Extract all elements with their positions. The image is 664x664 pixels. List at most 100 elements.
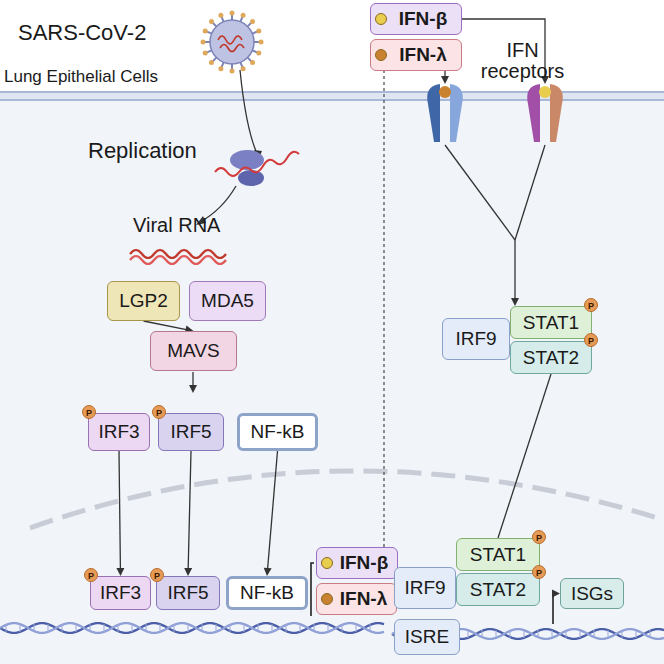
arrow-head — [116, 568, 124, 576]
molecule-box: IRF9 — [442, 318, 510, 360]
molecule-name: IFN-β — [340, 552, 389, 574]
ligand-dot — [321, 557, 333, 569]
signal-line — [445, 145, 515, 240]
dna-rung — [188, 624, 189, 632]
dna-rung — [76, 624, 77, 632]
dna-rung — [146, 624, 147, 632]
arrow-head — [552, 590, 560, 598]
molecule-box: IFN-β — [316, 547, 398, 579]
molecule-box: STAT1 — [510, 306, 592, 339]
arrow-head — [511, 298, 519, 306]
dna-rung — [244, 624, 245, 632]
arrow-head — [184, 568, 192, 576]
dna-rung — [356, 624, 357, 632]
entry-arrow — [240, 70, 258, 156]
dna-rung — [160, 624, 161, 632]
dna-rung — [342, 624, 343, 632]
dna-rung — [300, 624, 301, 632]
molecule-name: IFN-λ — [340, 588, 388, 610]
virus-particle — [201, 11, 264, 74]
molecule-box: IFN-β — [370, 3, 462, 35]
dna-rung — [636, 630, 637, 638]
promoter-arrow — [553, 594, 554, 625]
molecule-name: IRF9 — [455, 328, 496, 350]
viral-rna — [130, 256, 226, 264]
spike-tip — [209, 19, 214, 24]
dna-rung — [496, 630, 497, 638]
molecule-box: STAT2 — [510, 341, 592, 374]
dna-rung — [258, 624, 259, 632]
dna-rung — [370, 624, 371, 632]
spike-tip — [250, 60, 255, 65]
spike-tip — [256, 28, 261, 33]
dna-rung — [608, 630, 609, 638]
dna-rung — [524, 630, 525, 638]
molecule-box: IFN-λ — [370, 39, 462, 71]
cytoplasm — [0, 99, 664, 664]
dna-strand — [0, 623, 384, 633]
spike-tip — [259, 40, 264, 45]
molecule-name: MDA5 — [201, 290, 254, 312]
dna-rung — [216, 624, 217, 632]
signal-line — [515, 145, 545, 240]
molecule-box: ISRE — [394, 619, 460, 655]
dna-rung — [468, 630, 469, 638]
molecule-name: IRF5 — [170, 421, 211, 443]
text-label: Replication — [88, 138, 197, 164]
phospho-mark: P — [84, 568, 98, 582]
arrow-head — [189, 385, 197, 393]
connector-line — [268, 451, 278, 570]
phospho-mark: P — [152, 405, 166, 419]
molecule-name: IFN-λ — [399, 44, 447, 66]
phospho-mark: P — [532, 565, 546, 579]
dna-rung — [482, 630, 483, 638]
molecule-name: LGP2 — [119, 290, 168, 312]
spike-tip — [218, 66, 223, 71]
ligand-dot — [321, 593, 333, 605]
promoter-arrow — [311, 563, 314, 616]
dna-rung — [34, 624, 35, 632]
molecule-box: STAT2 — [456, 573, 540, 606]
cell-membrane — [0, 92, 664, 100]
connector-line — [144, 321, 188, 330]
connector — [384, 71, 385, 547]
dna-rung — [594, 630, 595, 638]
arrow-head — [264, 568, 272, 576]
molecule-name: ISRE — [405, 626, 449, 648]
dna-strand — [0, 623, 384, 633]
spike-tip — [256, 51, 261, 56]
molecule-box: IRF5 — [158, 413, 224, 451]
molecule-name: IRF3 — [98, 421, 139, 443]
molecule-name: NF-kB — [251, 421, 305, 443]
connector-line — [383, 71, 384, 547]
molecule-name: MAVS — [167, 340, 219, 362]
connector — [498, 374, 551, 538]
dna-rung — [328, 624, 329, 632]
membrane-line — [0, 99, 664, 101]
text-label: SARS-CoV-2 — [18, 20, 146, 46]
molecule-name: STAT1 — [470, 544, 526, 566]
spike-tip — [203, 28, 208, 33]
text-label: IFN receptors — [470, 40, 575, 82]
molecule-box: IRF9 — [394, 567, 456, 609]
dna-rung — [104, 624, 105, 632]
text-label: Viral RNA — [133, 214, 220, 237]
dna-rung — [90, 624, 91, 632]
molecule-name: ISGs — [571, 583, 613, 605]
connector-line — [119, 451, 120, 570]
dna-rung — [314, 624, 315, 632]
spike-tip — [203, 51, 208, 56]
spike-tip — [218, 13, 223, 18]
ifn-beta-receptor — [527, 84, 563, 142]
molecule-box: ISGs — [560, 578, 624, 609]
spike-tip — [241, 66, 246, 71]
dna-rung — [230, 624, 231, 632]
viral-rna-strand — [215, 152, 299, 176]
signal-arrow — [514, 240, 515, 300]
connector — [184, 451, 192, 576]
text-label: Lung Epithelial Cells — [4, 67, 158, 87]
spike-tip — [230, 11, 235, 16]
dna-rung — [202, 624, 203, 632]
dna-rung — [650, 630, 651, 638]
spike-tip — [201, 40, 206, 45]
